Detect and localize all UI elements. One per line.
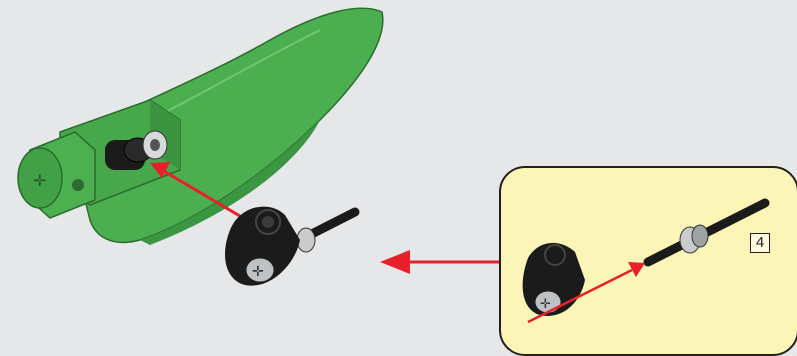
- pin-connector-icon: ✛: [523, 243, 585, 316]
- axle-with-bush-icon: [648, 203, 765, 262]
- quantity-label: 4: [750, 233, 770, 253]
- svg-text:✛: ✛: [540, 297, 551, 312]
